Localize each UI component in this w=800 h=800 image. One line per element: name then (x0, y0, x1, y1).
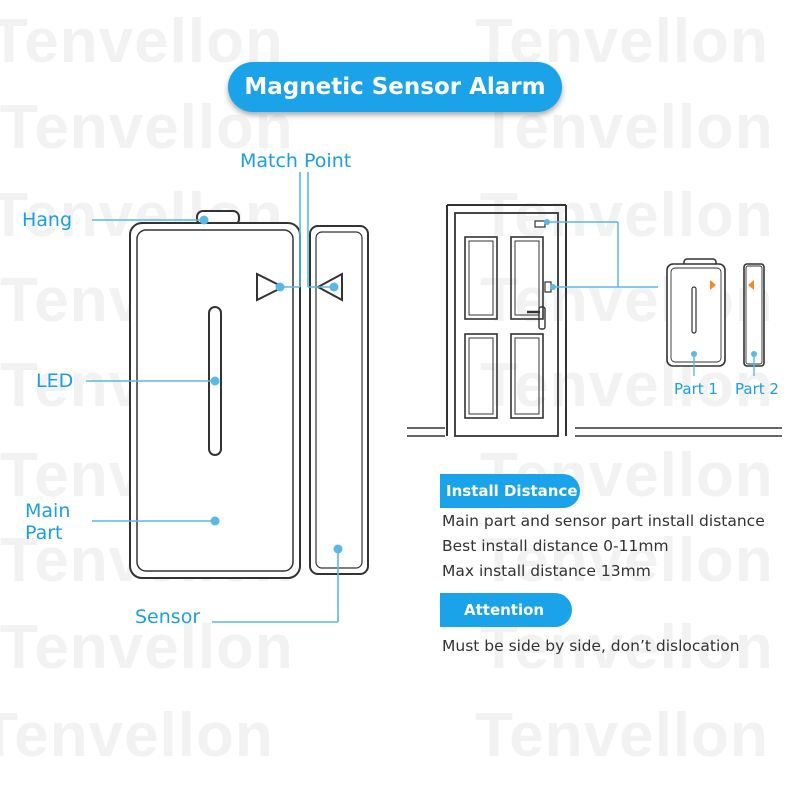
watermark-text: Tenvellon (480, 526, 774, 595)
install-line-2: Best install distance 0-11mm (442, 537, 669, 555)
main-part-label: Main Part (25, 500, 71, 544)
part1-label: Part 1 (674, 380, 718, 398)
part1-marker-icon (710, 280, 716, 290)
install-line-1: Main part and sensor part install distan… (442, 512, 765, 530)
led-label: LED (36, 370, 74, 392)
watermark-text: Tenvellon (480, 181, 774, 250)
watermark-text: Tenvellon (475, 701, 769, 770)
part2-label: Part 2 (735, 380, 779, 398)
watermark-text: Tenvellon (0, 7, 284, 76)
part2-device (743, 263, 765, 367)
sensor-label: Sensor (135, 606, 201, 628)
page-title: Magnetic Sensor Alarm (228, 62, 562, 112)
sensor-inner (315, 231, 363, 569)
install-distance-heading: Install Distance (442, 474, 580, 508)
install-line-3: Max install distance 13mm (442, 562, 651, 580)
sensor-body (309, 225, 369, 575)
match-point-label: Match Point (240, 150, 352, 172)
part2-marker-icon (748, 280, 754, 290)
main-part-inner (136, 229, 294, 572)
attention-line-1: Must be side by side, don’t dislocation (442, 637, 740, 655)
hang-label: Hang (22, 209, 73, 231)
part1-device (666, 258, 726, 367)
attention-heading: Attention (442, 593, 572, 627)
match-triangle-main (256, 272, 286, 302)
watermark-text: Tenvellon (0, 613, 294, 682)
watermark-text: Tenvellon (0, 701, 274, 770)
door-illustration (407, 204, 782, 437)
